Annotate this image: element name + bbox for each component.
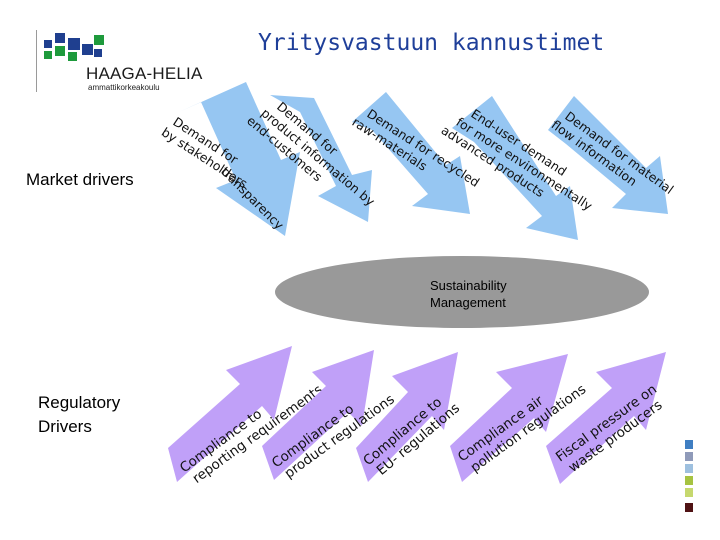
logo-square: [82, 44, 93, 55]
regulatory-arrows: Compliance to reporting requirements Com…: [168, 346, 666, 487]
ellipse-label: Sustainability Management: [430, 277, 507, 311]
decor-square: [685, 503, 693, 512]
decor-square: [685, 476, 693, 485]
market-arrow-shape: [179, 82, 300, 236]
market-arrows: Demand for by stakeholders transparency …: [159, 82, 676, 240]
regulatory-arrow-shape: [262, 350, 374, 480]
market-arrow-shape: [270, 95, 372, 222]
logo-square: [94, 35, 104, 45]
page-title: Yritysvastuun kannustimet: [258, 30, 605, 56]
logo-subtitle: ammattikorkeakoulu: [88, 83, 160, 92]
decor-square: [685, 452, 693, 461]
logo-square: [68, 52, 77, 61]
market-arrow-shape: [548, 96, 668, 214]
logo-square: [44, 51, 52, 59]
decor-square: [685, 488, 693, 497]
logo-name: HAAGA-HELIA: [86, 64, 203, 83]
decor-square: [685, 440, 693, 449]
regulatory-arrow-shape: [356, 352, 458, 482]
regulatory-arrow-shape: [450, 354, 568, 482]
market-arrow-shape: [352, 92, 470, 214]
regulatory-arrow-shape: [168, 346, 292, 482]
market-arrow-shape: [452, 96, 578, 240]
haaga-helia-logo: HAAGA-HELIA ammattikorkeakoulu: [36, 30, 202, 92]
logo-square: [55, 46, 65, 56]
logo-square: [44, 40, 52, 48]
ellipse-label-line2: Management: [430, 295, 506, 310]
regulatory-arrow-shape: [546, 352, 666, 484]
logo-square: [68, 38, 80, 50]
sustainability-ellipse: [275, 256, 649, 328]
logo-frame: [36, 30, 43, 92]
regulatory-drivers-label: Regulatory Drivers: [38, 393, 121, 436]
logo-square: [55, 33, 65, 43]
market-drivers-label: Market drivers: [26, 170, 134, 189]
decor-square: [685, 464, 693, 473]
regulatory-arrow-fiscal: Fiscal pressure on waste producers: [546, 352, 666, 484]
logo-square: [94, 49, 102, 57]
ellipse-label-line1: Sustainability: [430, 278, 507, 293]
